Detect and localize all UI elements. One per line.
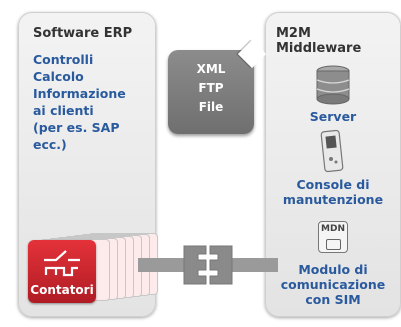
module-label-2: comunicazione <box>280 277 386 292</box>
console-device-icon <box>320 129 344 173</box>
console-label-2: manutenzione <box>282 192 384 207</box>
data-format-box: XML FTP File <box>168 50 254 134</box>
sim-slot-icon <box>326 239 341 250</box>
erp-item: ai clienti <box>33 103 94 118</box>
connector-plug-icon <box>138 245 278 285</box>
format-ftp: FTP <box>198 81 224 95</box>
console-label-1: Console di <box>296 177 370 192</box>
middleware-title: M2M Middleware <box>276 26 362 56</box>
erp-item: (per es. SAP ecc.) <box>33 120 120 152</box>
erp-function-list: Controlli Calcolo Informazione ai client… <box>33 51 155 153</box>
erp-title: Software ERP <box>33 26 133 41</box>
meter-switch-icon <box>44 250 80 277</box>
counter-card: Contatori <box>28 240 96 303</box>
counters-label: Contatori <box>30 283 94 297</box>
format-file: File <box>198 100 224 114</box>
format-xml: XML <box>196 62 226 76</box>
modem-module-icon: MDN <box>318 221 348 253</box>
middleware-panel: M2M Middleware Server Console di manuten… <box>265 12 401 317</box>
module-label-3: con SIM <box>305 292 361 307</box>
erp-item: Controlli <box>33 52 94 67</box>
erp-item: Calcolo <box>33 69 84 84</box>
module-label-1: Modulo di <box>298 262 368 277</box>
server-label: Server <box>309 109 357 124</box>
server-icon <box>316 65 350 105</box>
erp-item: Informazione <box>33 86 126 101</box>
modem-badge: MDN <box>321 224 345 234</box>
